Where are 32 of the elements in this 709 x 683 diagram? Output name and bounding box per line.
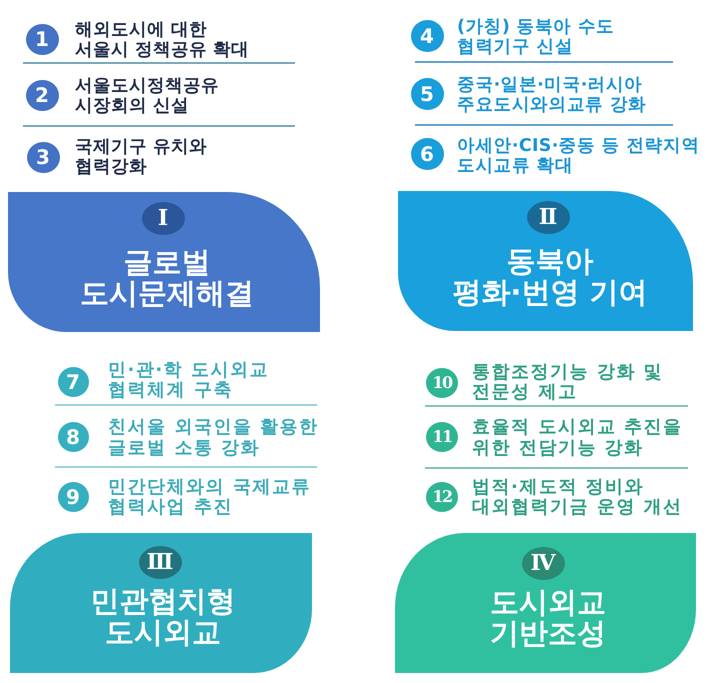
item-text: 국제기구 유치와 협력강화 bbox=[75, 136, 208, 178]
panel-title: 글로벌 도시문제해결 bbox=[79, 247, 255, 309]
item-text: 친서울 외국인을 활용한 글로벌 소통 강화 bbox=[108, 417, 320, 459]
item-text: 민·관·학 도시외교 협력체계 구축 bbox=[108, 360, 270, 402]
panel-title: 도시외교 기반조성 bbox=[489, 587, 607, 649]
number-badge: 12 bbox=[426, 482, 458, 512]
number-badge: 4 bbox=[410, 20, 444, 52]
item-text: 서울도시정책공유 시장회의 신설 bbox=[75, 76, 220, 116]
number-badge: 1 bbox=[26, 24, 58, 54]
category-panel bbox=[398, 191, 693, 331]
number-badge: 6 bbox=[410, 138, 444, 170]
number-badge: 11 bbox=[426, 422, 458, 452]
item-text: 효율적 도시외교 추진을 위한 전담기능 강화 bbox=[472, 417, 684, 459]
number-badge: 9 bbox=[58, 482, 88, 512]
item-text: 해외도시에 대한 서울시 정책공유 확대 bbox=[75, 19, 250, 60]
category-panel bbox=[8, 192, 320, 332]
category-panel bbox=[10, 533, 312, 673]
number-badge: 8 bbox=[58, 422, 88, 452]
item-text: 중국·일본·미국·러시아 주요도시와의교류 강화 bbox=[457, 74, 648, 116]
item-text: 통합조정기능 강화 및 전문성 제고 bbox=[472, 362, 664, 404]
number-badge: 10 bbox=[426, 368, 458, 398]
number-badge: 7 bbox=[58, 367, 88, 397]
number-badge: 3 bbox=[26, 142, 60, 172]
category-panel bbox=[395, 533, 696, 673]
item-text: (가칭) 동북아 수도 협력기구 신설 bbox=[457, 16, 616, 58]
number-badge: 5 bbox=[410, 78, 444, 110]
item-text: 민간단체와의 국제교류 협력사업 추진 bbox=[108, 476, 312, 518]
number-badge: 2 bbox=[26, 80, 58, 110]
panel-title: 민관협치형 도시외교 bbox=[90, 586, 236, 648]
item-text: 아세안·CIS·중동 등 전략지역 도시교류 확대 bbox=[457, 136, 701, 176]
item-text: 법적·제도적 정비와 대외협력기금 운영 개선 bbox=[472, 476, 684, 518]
panel-title: 동북아 평화·번영 기여 bbox=[451, 246, 649, 308]
